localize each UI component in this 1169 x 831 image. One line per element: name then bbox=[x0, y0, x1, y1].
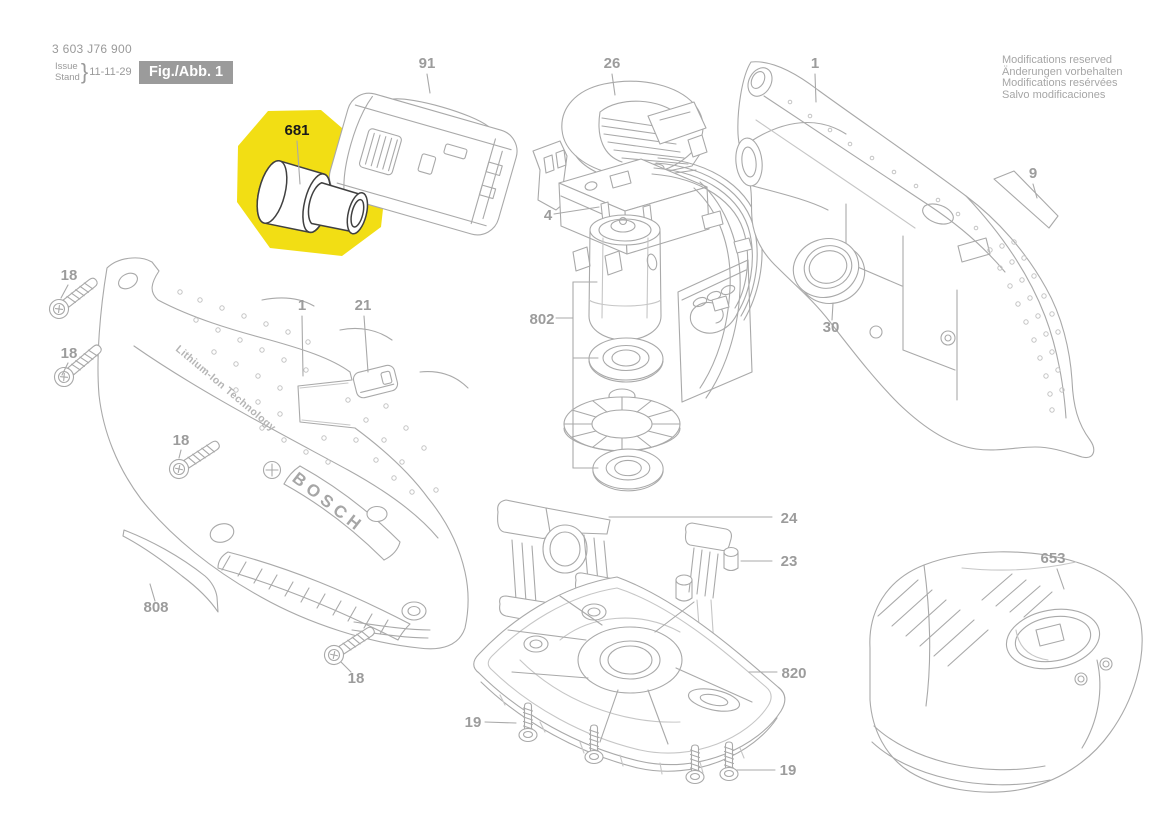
part-label-681-highlighted: 681 bbox=[284, 122, 309, 139]
part-label-18: 18 bbox=[61, 345, 78, 362]
part-label-26: 26 bbox=[604, 55, 621, 72]
notice-line: Modifications reserved bbox=[1002, 54, 1113, 66]
part-label-18: 18 bbox=[173, 432, 190, 449]
part-label-9: 9 bbox=[1029, 165, 1037, 182]
issue-date: 11-11-29 bbox=[89, 66, 132, 78]
strip-9-drawing bbox=[993, 170, 1059, 229]
part-label-19: 19 bbox=[465, 714, 482, 731]
part-label-18: 18 bbox=[348, 670, 365, 687]
housing-upper-drawing bbox=[735, 61, 1095, 459]
document-part-number: 3 603 J76 900 bbox=[52, 42, 132, 56]
notice-line: Änderungen vorbehalten bbox=[1002, 65, 1123, 78]
part-labels: 91 26 1 9 681 4 802 30 1 21 18 18 18 808… bbox=[61, 55, 1066, 779]
part-label-21: 21 bbox=[355, 297, 372, 314]
part-label-653: 653 bbox=[1040, 550, 1065, 567]
clip-21-drawing bbox=[352, 364, 399, 399]
adapter-681-drawing bbox=[256, 160, 369, 235]
part-label-30: 30 bbox=[823, 319, 840, 336]
housing-perforation-dots bbox=[787, 99, 1065, 413]
part-label-19: 19 bbox=[780, 762, 797, 779]
ring-30-drawing bbox=[792, 238, 866, 304]
plate-820-drawing bbox=[473, 576, 786, 775]
battery-91-drawing bbox=[328, 92, 518, 236]
brace-glyph: } bbox=[80, 59, 89, 84]
charger-vent-slats bbox=[877, 573, 1053, 667]
figure-label-box: Fig./Abb. 1 bbox=[139, 61, 234, 84]
motor-802-drawing bbox=[555, 201, 681, 492]
part-label-820: 820 bbox=[781, 665, 806, 682]
modifications-notice: Modifications reserved Änderungen vorbeh… bbox=[1002, 54, 1123, 101]
stand-label: Stand bbox=[55, 72, 80, 83]
strip-808-drawing bbox=[122, 529, 219, 613]
charger-653-drawing bbox=[869, 551, 1143, 793]
wiring-harness-drawing bbox=[647, 101, 763, 403]
notice-line: Salvo modificaciones bbox=[1002, 88, 1106, 101]
housing-lower-drawing: BOSCH Lithium-Ion Technology bbox=[97, 257, 469, 650]
issue-stand-block: Issue Stand}11-11-29 bbox=[55, 59, 132, 85]
part-label-4: 4 bbox=[544, 207, 553, 224]
part-label-18: 18 bbox=[61, 267, 78, 284]
part-label-808: 808 bbox=[143, 599, 168, 616]
switch-4-drawing bbox=[532, 140, 710, 276]
part-label-24: 24 bbox=[781, 510, 798, 527]
bracket-802-lines bbox=[555, 281, 599, 469]
issue-label: Issue bbox=[55, 61, 78, 72]
part-label-1-lower: 1 bbox=[298, 297, 306, 314]
leader-lines bbox=[60, 73, 1065, 771]
part-label-802: 802 bbox=[529, 311, 554, 328]
part-label-23: 23 bbox=[781, 553, 798, 570]
part-label-1-upper: 1 bbox=[811, 55, 819, 72]
housing-speckle-dots bbox=[177, 289, 439, 495]
notice-line: Modifications resérvées bbox=[1002, 77, 1118, 89]
vent-grille bbox=[221, 555, 389, 635]
part-label-91: 91 bbox=[419, 55, 436, 72]
fan-drawing bbox=[563, 388, 681, 452]
